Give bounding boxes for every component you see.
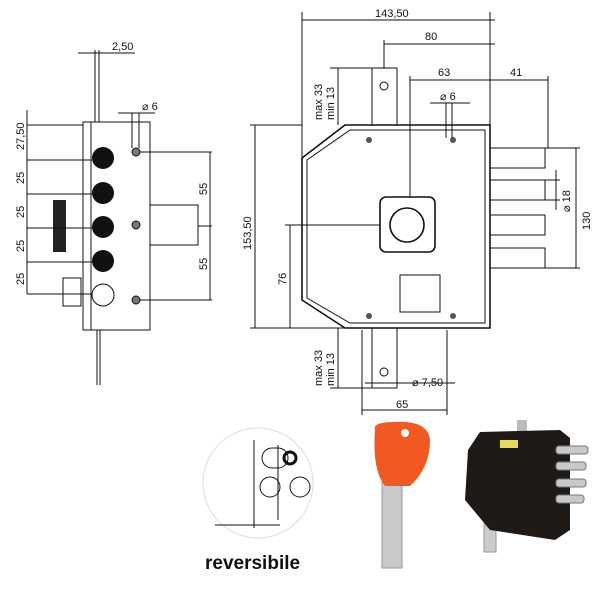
dim-bolt-dia: ⌀ 18 (561, 190, 573, 212)
dim-bottom-width: 65 (396, 399, 408, 411)
dim-screw-spacing-1: 55 (198, 183, 210, 195)
dim-pitch-4: 25 (15, 240, 27, 252)
dim-bottom-min: min 13 (325, 353, 337, 386)
dim-backset: 80 (425, 31, 437, 43)
dim-pitch-3: 25 (15, 206, 27, 218)
side-view: 2,50 ⌀ 6 27,50 25 25 25 25 (15, 41, 212, 385)
reversible-label: reversibile (205, 553, 301, 574)
dim-pitch-2: 25 (15, 172, 27, 184)
key-image (374, 421, 430, 569)
bolt-heads (91, 147, 115, 307)
dim-bolt-span: 130 (581, 212, 593, 230)
dim-hole-dia: ⌀ 6 (142, 101, 158, 113)
bolts (489, 147, 546, 269)
lock-photo (465, 420, 589, 553)
dim-hole-dia-front: ⌀ 6 (440, 91, 456, 103)
dim-total-width: 143,50 (375, 8, 409, 20)
dim-pitch-1: 27,50 (15, 122, 27, 150)
front-view: 143,50 80 63 41 ⌀ 6 max 33 min 13 max 33… (242, 8, 593, 415)
dim-top-max: max 33 (313, 84, 325, 120)
dim-total-height: 153,50 (242, 216, 254, 250)
dim-screw-spacing-2: 55 (198, 258, 210, 270)
dim-pitch-5: 25 (15, 273, 27, 285)
dim-bolt-width: 2,50 (112, 41, 133, 53)
dim-cylinder-height: 76 (277, 273, 289, 285)
dim-bottom-hole-dia: ⌀ 7,50 (412, 377, 443, 389)
reversible-detail (202, 427, 314, 539)
dim-hole-offset: 63 (438, 67, 450, 79)
dim-bottom-max: max 33 (313, 350, 325, 386)
dim-bolt-projection: 41 (510, 67, 522, 79)
dim-top-min: min 13 (325, 87, 337, 120)
